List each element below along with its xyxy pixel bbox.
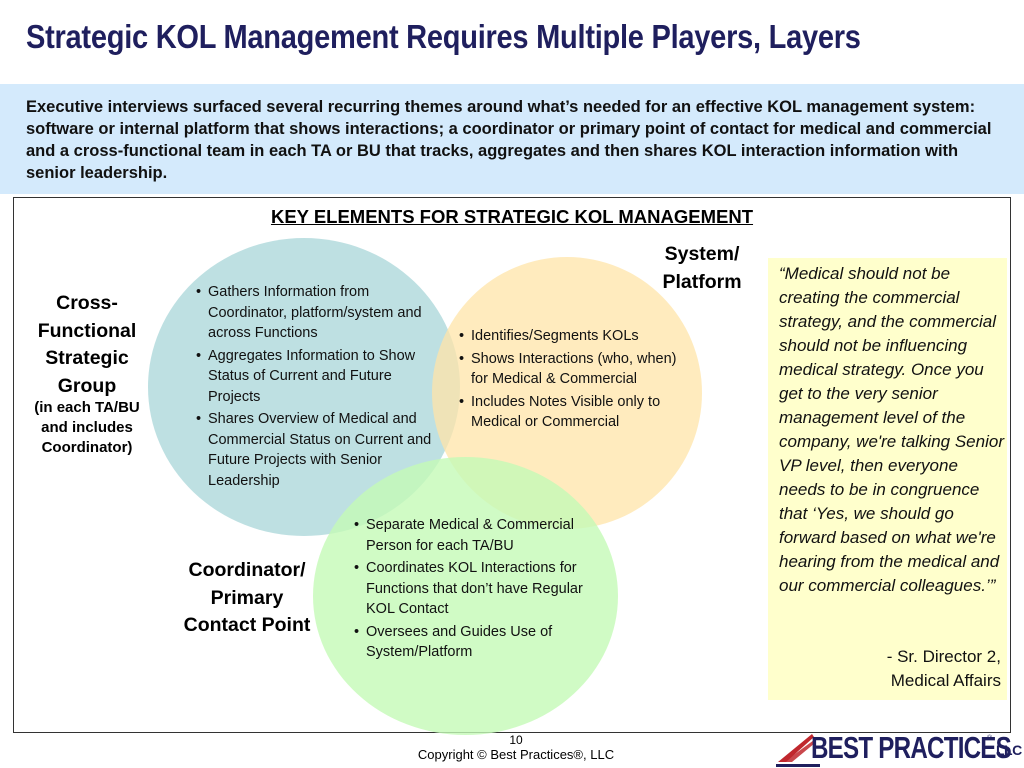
slide-title: Strategic KOL Management Requires Multip… bbox=[26, 18, 861, 55]
intro-text: Executive interviews surfaced several re… bbox=[26, 98, 992, 182]
coordinator-bullet: Separate Medical & Commercial Person for… bbox=[354, 515, 602, 556]
cross-functional-bullet: Aggregates Information to Show Status of… bbox=[196, 346, 436, 408]
page-number: 10 bbox=[509, 733, 523, 747]
logo-registered-mark: ® bbox=[987, 735, 993, 742]
best-practices-logo-mark bbox=[776, 734, 820, 767]
coordinator-bullet: Oversees and Guides Use of System/Platfo… bbox=[354, 622, 602, 663]
quote-attribution-role: - Sr. Director 2, bbox=[886, 647, 1001, 666]
logo-wordmark: BEST PRACTICES bbox=[811, 730, 1012, 765]
cross-functional-bullet: Shares Overview of Medical and Commercia… bbox=[196, 409, 436, 491]
logo-suffix: LLC bbox=[996, 742, 1022, 758]
quote-text: “Medical should not be creating the comm… bbox=[779, 264, 1004, 595]
system-platform-bullet: Includes Notes Visible only to Medical o… bbox=[459, 392, 685, 433]
key-elements-title: KEY ELEMENTS FOR STRATEGIC KOL MANAGEMEN… bbox=[270, 206, 754, 227]
quote-attribution-dept: Medical Affairs bbox=[890, 671, 1001, 690]
coordinator-bullet: Coordinates KOL Interactions for Functio… bbox=[354, 558, 602, 620]
intro-panel bbox=[0, 84, 1024, 194]
cross-functional-bullets: Gathers Information from Coordinator, pl… bbox=[196, 282, 436, 493]
quote-panel bbox=[768, 258, 1007, 700]
quote-attribution: - Sr. Director 2, Medical Affairs bbox=[779, 645, 1001, 693]
system-platform-bullet: Identifies/Segments KOLs bbox=[459, 326, 685, 347]
system-platform-bullet: Shows Interactions (who, when) for Medic… bbox=[459, 349, 685, 390]
system-platform-label: System/ Platform bbox=[662, 243, 742, 293]
copyright-notice: Copyright © Best Practices®, LLC bbox=[417, 747, 615, 762]
coordinator-label: Coordinator/ Primary Contact Point bbox=[183, 559, 311, 636]
cross-functional-bullet: Gathers Information from Coordinator, pl… bbox=[196, 282, 436, 344]
key-elements-panel bbox=[13, 197, 1011, 733]
system-platform-bullets: Identifies/Segments KOLs Shows Interacti… bbox=[459, 326, 685, 435]
cross-functional-sublabel: (in each TA/BU and includes Coordinator) bbox=[34, 399, 140, 456]
coordinator-bullets: Separate Medical & Commercial Person for… bbox=[354, 515, 602, 665]
cross-functional-label: Cross-Functional Strategic Group bbox=[37, 292, 137, 397]
